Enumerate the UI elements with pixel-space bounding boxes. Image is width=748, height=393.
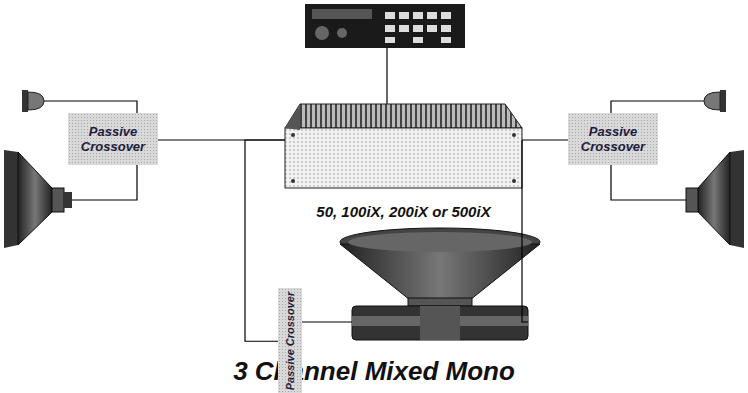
model-label: 50, 100iX, 200iX or 500iX <box>285 203 522 220</box>
crossover-label: Passive Crossover <box>68 124 158 154</box>
crossover-box: Passive Crossover <box>68 113 158 165</box>
tweeter <box>22 90 44 112</box>
woofer <box>4 150 72 248</box>
crossover-label: Passive Crossover <box>284 292 296 390</box>
woofer <box>686 150 744 248</box>
head-unit <box>305 4 465 48</box>
crossover-box: Passive Crossover <box>568 113 658 165</box>
caption: 3 Channel Mixed Mono <box>0 356 748 387</box>
crossover-box: Passive Crossover <box>278 288 302 393</box>
amplifier <box>285 104 522 188</box>
crossover-label: Passive Crossover <box>568 124 658 154</box>
amplifier-node: 50, 100iX, 200iX or 500iX <box>285 104 522 220</box>
tweeter <box>704 90 726 112</box>
wire <box>522 140 568 141</box>
subwoofer <box>340 228 540 340</box>
